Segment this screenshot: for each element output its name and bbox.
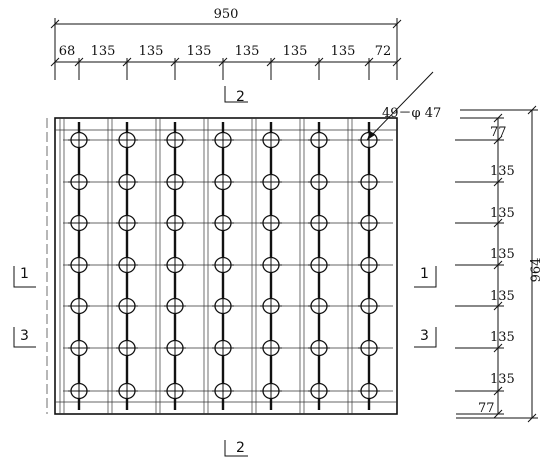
overall-height-label: 964 bbox=[529, 258, 544, 283]
segment-label: 135 bbox=[235, 44, 260, 59]
section-marker-right-lower: 3 bbox=[414, 327, 437, 348]
hole-grid bbox=[68, 130, 380, 401]
segment-label: 77 bbox=[490, 125, 507, 140]
leader-arrow bbox=[367, 131, 375, 140]
section-marker-top: 2 bbox=[224, 86, 248, 105]
plate bbox=[46, 117, 398, 415]
segment-label: 77 bbox=[478, 401, 495, 416]
segment-label: 135 bbox=[490, 164, 515, 179]
tick bbox=[50, 19, 60, 29]
right-dimension-chain: 964 77 135 135 135 135 135 135 77 bbox=[455, 105, 544, 423]
plate-outline bbox=[54, 117, 398, 415]
segment-label: 135 bbox=[187, 44, 212, 59]
hole-callout: 49－φ 47 bbox=[366, 71, 441, 141]
overall-width-label: 950 bbox=[214, 7, 239, 22]
svg-text:3: 3 bbox=[420, 328, 429, 344]
hole-callout-label: 49－φ 47 bbox=[382, 106, 441, 121]
segment-label: 135 bbox=[490, 330, 515, 345]
svg-text:2: 2 bbox=[236, 440, 245, 456]
svg-text:1: 1 bbox=[20, 266, 29, 282]
top-dimension-chain: 950 68 135 135 135 135 135 135 72 bbox=[50, 7, 402, 80]
segment-label: 68 bbox=[59, 44, 76, 59]
section-marker-bottom: 2 bbox=[224, 440, 248, 457]
segment-label: 135 bbox=[490, 206, 515, 221]
segment-label: 135 bbox=[490, 247, 515, 262]
tick bbox=[527, 413, 537, 423]
segment-label: 135 bbox=[490, 289, 515, 304]
segment-label: 135 bbox=[490, 372, 515, 387]
svg-text:3: 3 bbox=[20, 328, 29, 344]
section-marker-left-upper: 1 bbox=[13, 266, 36, 288]
segment-label: 135 bbox=[331, 44, 356, 59]
svg-text:1: 1 bbox=[420, 266, 429, 282]
segment-label: 72 bbox=[375, 44, 392, 59]
segment-label: 135 bbox=[139, 44, 164, 59]
svg-text:2: 2 bbox=[236, 89, 245, 105]
section-marker-right-upper: 1 bbox=[414, 266, 437, 288]
leader-line bbox=[366, 71, 434, 141]
tick bbox=[392, 19, 402, 29]
segment-label: 135 bbox=[283, 44, 308, 59]
segment-label: 135 bbox=[91, 44, 116, 59]
tick bbox=[527, 105, 537, 115]
section-marker-left-lower: 3 bbox=[13, 327, 36, 348]
